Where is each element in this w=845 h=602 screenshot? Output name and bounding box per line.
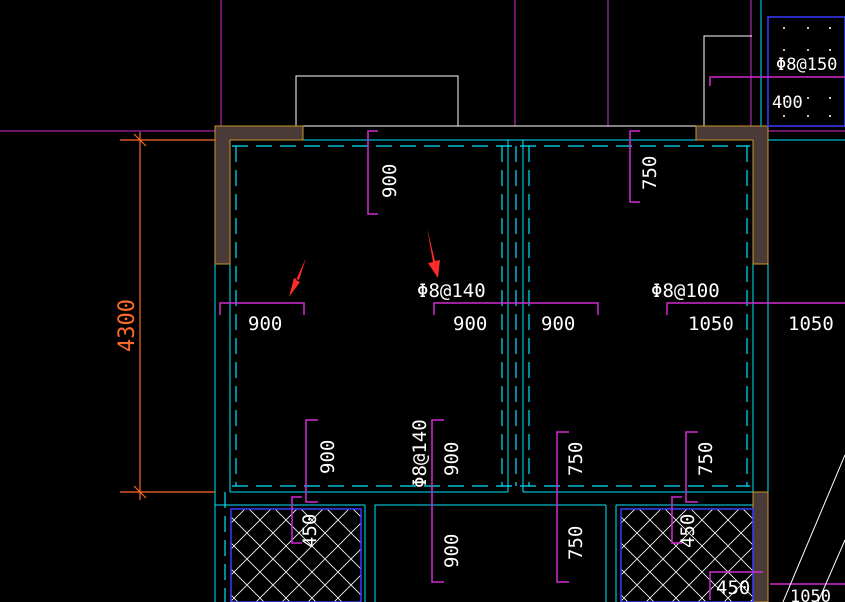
len-400-top: 400 bbox=[772, 93, 803, 113]
vert-900-center-mid: 900 bbox=[441, 442, 463, 476]
rebar-label-left: Φ8@140 bbox=[417, 280, 486, 302]
rebar-label-right: Φ8@100 bbox=[651, 280, 720, 302]
len-900-a: 900 bbox=[248, 313, 282, 335]
len-450-bottom: 450 bbox=[716, 577, 750, 599]
wall-columns bbox=[214, 125, 769, 602]
len-900-c: 900 bbox=[541, 313, 575, 335]
vert-750-mid-a: 750 bbox=[565, 442, 587, 476]
vert-900-center-low: 900 bbox=[441, 534, 463, 568]
rebar-label-mid-vertical: Φ8@140 bbox=[409, 419, 431, 488]
height-dimension bbox=[120, 132, 215, 500]
axis-lines bbox=[0, 0, 845, 132]
white-outline bbox=[215, 35, 768, 127]
red-arrow-left bbox=[289, 258, 306, 297]
diagonal-lines bbox=[782, 454, 845, 602]
vert-450-left: 450 bbox=[299, 514, 321, 548]
vert-450-right: 450 bbox=[677, 514, 699, 548]
vert-750-low: 750 bbox=[565, 526, 587, 560]
top-right-dots bbox=[783, 27, 831, 117]
annotation-arrows bbox=[289, 228, 440, 297]
len-1050-bottom: 1050 bbox=[790, 587, 831, 602]
rebar-label-top-right: Φ8@150 bbox=[776, 55, 837, 75]
len-1050-a: 1050 bbox=[688, 313, 734, 335]
red-arrow-mid bbox=[427, 228, 440, 278]
len-900-b: 900 bbox=[453, 313, 487, 335]
vert-750-mid-b: 750 bbox=[695, 442, 717, 476]
vert-900-left-mid: 900 bbox=[317, 440, 339, 474]
vert-750-top: 750 bbox=[639, 156, 661, 190]
height-dimension-label: 4300 bbox=[115, 299, 140, 352]
vert-900-top: 900 bbox=[379, 164, 401, 198]
len-1050-b: 1050 bbox=[788, 313, 834, 335]
rebar-brackets bbox=[219, 76, 845, 600]
hatched-regions bbox=[230, 16, 845, 602]
